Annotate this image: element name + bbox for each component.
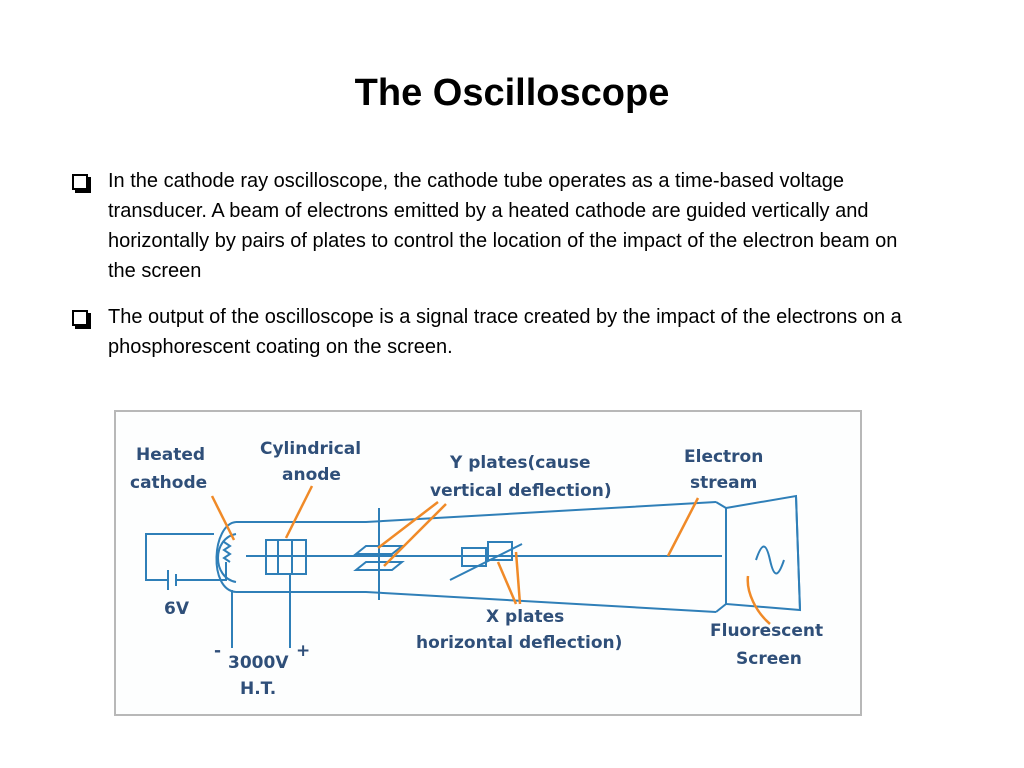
screen-trace-icon bbox=[755, 545, 785, 575]
label-ht-plus: + bbox=[296, 641, 310, 661]
label-electron-stream-line2: stream bbox=[690, 473, 757, 493]
label-x-plates-line2: horizontal deflection) bbox=[416, 633, 622, 653]
checkbox-bullet-icon bbox=[72, 310, 88, 326]
leader-lines bbox=[210, 485, 771, 625]
bullet-list: In the cathode ray oscilloscope, the cat… bbox=[72, 166, 912, 378]
slide-title: The Oscilloscope bbox=[354, 72, 670, 114]
label-battery-voltage: 6V bbox=[164, 599, 190, 619]
x-plates bbox=[449, 541, 523, 581]
label-heated-cathode-line1: Heated bbox=[136, 445, 205, 465]
y-plates bbox=[353, 508, 405, 600]
crt-diagram: Heated cathode Cylindrical anode Y plate… bbox=[114, 410, 862, 716]
label-cylindrical-anode-line1: Cylindrical bbox=[260, 439, 361, 459]
crt-tube bbox=[215, 494, 802, 648]
label-y-plates-line2: vertical deflection) bbox=[430, 481, 612, 501]
label-y-plates-line1: Y plates(cause bbox=[449, 453, 591, 473]
label-cylindrical-anode-line2: anode bbox=[282, 465, 341, 485]
label-electron-stream-line1: Electron bbox=[684, 447, 763, 467]
bullet-item: In the cathode ray oscilloscope, the cat… bbox=[72, 166, 912, 286]
label-heated-cathode-line2: cathode bbox=[130, 473, 207, 493]
bullet-item: The output of the oscilloscope is a sign… bbox=[72, 302, 912, 362]
label-fluorescent-screen-line2: Screen bbox=[736, 649, 802, 669]
label-x-plates-line1: X plates bbox=[486, 607, 564, 627]
label-ht-minus: - bbox=[214, 641, 221, 661]
bullet-text: In the cathode ray oscilloscope, the cat… bbox=[108, 170, 898, 282]
crt-diagram-svg: Heated cathode Cylindrical anode Y plate… bbox=[130, 439, 823, 699]
label-ht: H.T. bbox=[240, 679, 276, 699]
checkbox-bullet-icon bbox=[72, 174, 88, 190]
label-ht-voltage: 3000V bbox=[228, 653, 289, 673]
bullet-text: The output of the oscilloscope is a sign… bbox=[108, 306, 902, 358]
label-fluorescent-screen-line1: Fluorescent bbox=[710, 621, 823, 641]
battery-circuit bbox=[145, 533, 227, 590]
